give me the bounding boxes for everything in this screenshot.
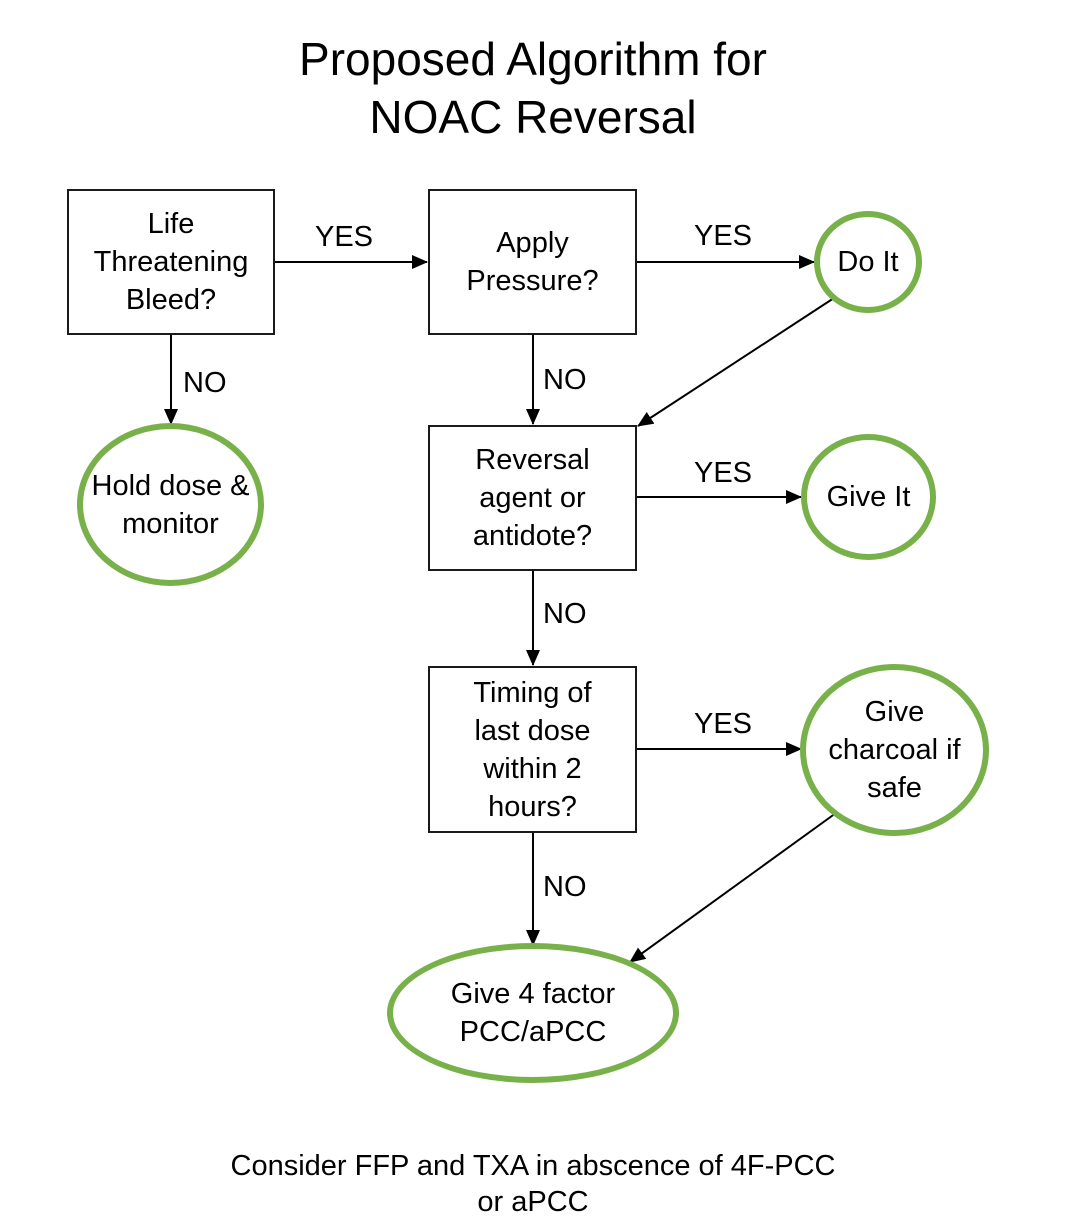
outcome-give-pcc: Give 4 factor PCC/aPCC <box>387 943 679 1083</box>
arrow-charcoal-to-pcc <box>629 812 837 963</box>
footnote: Consider FFP and TXA in abscence of 4F-P… <box>0 1148 1066 1220</box>
outcome-give-charcoal-text: Give charcoal if safe <box>828 696 961 804</box>
title-line-1: Proposed Algorithm for <box>299 33 767 85</box>
outcome-give-it: Give It <box>801 434 936 560</box>
edge-label-yes-give-it: YES <box>694 457 753 489</box>
edge-label-yes-charcoal: YES <box>694 708 753 740</box>
decision-timing-text: Timing of last dose within 2 hours? <box>473 676 592 823</box>
decision-timing: Timing of last dose within 2 hours? <box>428 666 637 833</box>
edge-label-no-hold: NO <box>183 367 227 399</box>
edge-label-no-pcc: NO <box>543 871 587 903</box>
edge-label-no-timing: NO <box>543 598 587 630</box>
edge-label-no-reversal: NO <box>543 364 587 396</box>
outcome-give-pcc-text: Give 4 factor PCC/aPCC <box>450 978 616 1048</box>
edge-label-yes-do-it: YES <box>694 220 753 252</box>
decision-apply-pressure-text: Apply Pressure? <box>466 227 599 297</box>
outcome-hold-dose: Hold dose & monitor <box>77 423 264 586</box>
decision-life-threatening-bleed-text: Life Threatening Bleed? <box>93 208 249 316</box>
outcome-do-it: Do It <box>814 211 922 313</box>
outcome-give-charcoal: Give charcoal if safe <box>800 664 989 836</box>
footnote-line-2: or aPCC <box>477 1186 589 1218</box>
diagram-title: Proposed Algorithm for NOAC Reversal <box>0 30 1066 146</box>
decision-life-threatening-bleed: Life Threatening Bleed? <box>67 189 275 335</box>
footnote-line-1: Consider FFP and TXA in abscence of 4F-P… <box>230 1150 836 1182</box>
outcome-do-it-text: Do It <box>837 246 899 278</box>
decision-reversal-agent-text: Reversal agent or antidote? <box>472 444 593 552</box>
outcome-hold-dose-text: Hold dose & monitor <box>91 469 250 540</box>
edge-label-yes-pressure: YES <box>315 221 374 253</box>
decision-apply-pressure: Apply Pressure? <box>428 189 637 335</box>
decision-reversal-agent: Reversal agent or antidote? <box>428 425 637 571</box>
outcome-give-it-text: Give It <box>826 481 911 513</box>
arrow-do-it-to-reversal <box>637 297 835 427</box>
title-line-2: NOAC Reversal <box>369 91 697 143</box>
